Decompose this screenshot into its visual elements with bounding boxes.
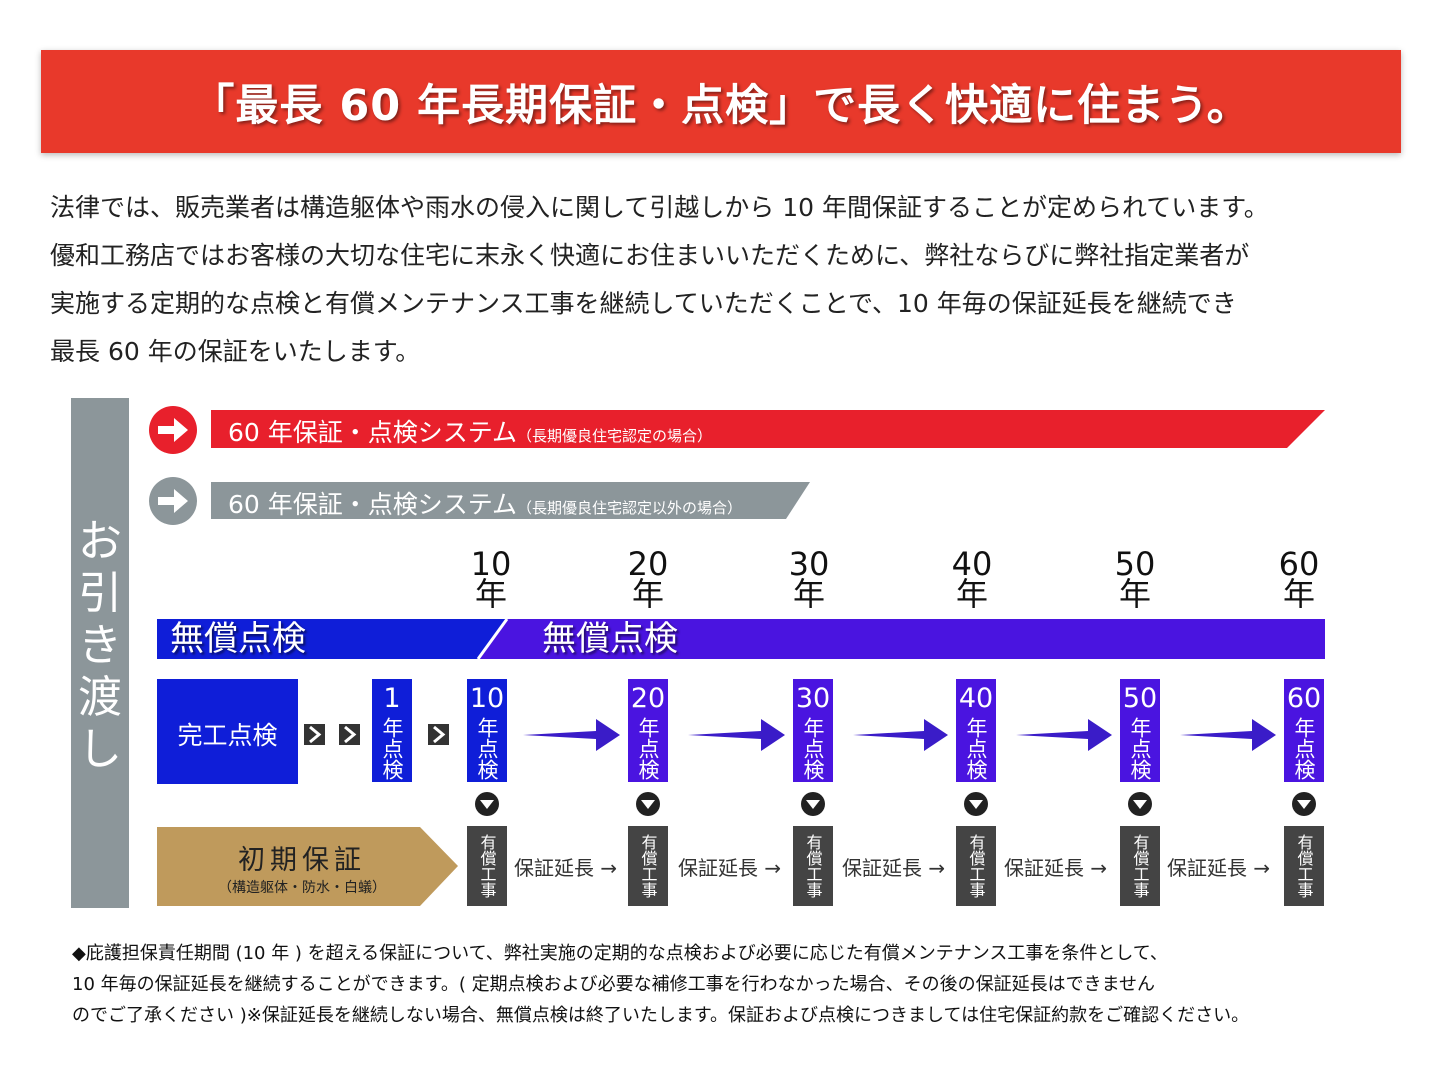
initial-warranty-shape (157, 827, 458, 906)
handover-bar: お引き渡し (71, 398, 129, 908)
timeline-arrow (523, 719, 620, 751)
gray-system-band (211, 482, 810, 519)
inspection-box (956, 679, 996, 782)
first-year-inspection-box (372, 679, 412, 782)
warranty-extension-label: 保証延長 → (678, 856, 782, 880)
arrow-right-icon (158, 489, 188, 513)
down-arrow-icon (801, 792, 825, 816)
paid-work-box: 有償工事 (793, 826, 833, 906)
down-arrow-icon (475, 792, 499, 816)
inspection-box (1120, 679, 1160, 782)
system-long-label: 60 年保証・点検システム（長期優良住宅認定の場合） (228, 413, 712, 449)
intro-line: 優和工務店ではお客様の大切な住宅に末永く快適にお住まいいただくために、弊社ならび… (50, 241, 1250, 270)
system-long-title: 60 年保証・点検システム (228, 418, 518, 447)
inspection-box (628, 679, 668, 782)
completion-inspection-box (157, 679, 298, 784)
paid-work-box: 有償工事 (467, 826, 507, 906)
initial-warranty-title: 初期保証 (238, 845, 366, 876)
intro-line: 法律では、販売業者は構造躯体や雨水の侵入に関して引越しから 10 年間保証するこ… (50, 193, 1269, 222)
free-inspection-label: 無償点検 (542, 619, 678, 659)
system-other-label: 60 年保証・点検システム（長期優良住宅認定以外の場合） (228, 485, 742, 521)
warranty-extension-label: 保証延長 → (1004, 856, 1108, 880)
timeline-arrow (1180, 719, 1276, 751)
footnote-line: のでご了承ください )※保証延長を継続しない場合、無償点検は終了いたします。保証… (72, 1005, 1250, 1026)
footnote-line: 10 年毎の保証延長を継続することができます。( 定期点検および必要な補修工事を… (72, 974, 1156, 995)
system-long-note: （長期優良住宅認定の場合） (517, 427, 713, 445)
title-banner: 「最長 60 年長期保証・点検」で長く快適に住まう。 (41, 50, 1401, 153)
intro-line: 実施する定期的な点検と有償メンテナンス工事を継続していただくことで、10 年毎の… (50, 289, 1237, 318)
paid-work-box: 有償工事 (628, 826, 668, 906)
intro-paragraph: 法律では、販売業者は構造躯体や雨水の侵入に関して引越しから 10 年間保証するこ… (50, 184, 1400, 376)
chevron-right-icon (304, 724, 325, 745)
red-system-band (211, 410, 1325, 448)
timeline-arrow (853, 719, 948, 751)
paid-work-box: 有償工事 (1120, 826, 1160, 906)
paid-work-box: 有償工事 (956, 826, 996, 906)
paid-work-box: 有償工事 (1284, 826, 1324, 906)
inspection-box (793, 679, 833, 782)
chevron-right-icon (428, 724, 449, 745)
intro-line: 最長 60 年の保証をいたします。 (50, 337, 421, 366)
banner-title: 「最長 60 年長期保証・点検」で長く快適に住まう。 (191, 80, 1251, 131)
chevron-right-icon (339, 724, 360, 745)
down-arrow-icon (964, 792, 988, 816)
timeline-arrow (1016, 719, 1112, 751)
warranty-extension-label: 保証延長 → (1167, 856, 1271, 880)
down-arrow-icon (1292, 792, 1316, 816)
band-divider (476, 618, 509, 660)
footnote-line: ◆庇護担保責任期間 (10 年 ) を超える保証について、弊社実施の定期的な点検… (72, 943, 1168, 964)
arrow-right-icon (158, 418, 188, 442)
completion-inspection-label: 完工点検 (177, 721, 278, 750)
initial-warranty-note: （構造躯体・防水・白蟻） (218, 880, 386, 896)
inspection-box (1284, 679, 1324, 782)
footnote: ◆庇護担保責任期間 (10 年 ) を超える保証について、弊社実施の定期的な点検… (72, 938, 1392, 1031)
handover-label: お引き渡し (78, 516, 122, 775)
system-other-title: 60 年保証・点検システム (228, 490, 518, 519)
timeline-arrow (688, 719, 785, 751)
free-inspection-label: 無償点検 (170, 619, 306, 659)
system-other-note: （長期優良住宅認定以外の場合） (517, 499, 743, 517)
warranty-extension-label: 保証延長 → (842, 856, 946, 880)
down-arrow-icon (636, 792, 660, 816)
free-inspection-band-start (157, 619, 506, 659)
down-arrow-icon (1128, 792, 1152, 816)
warranty-extension-label: 保証延長 → (514, 856, 618, 880)
inspection-box (467, 679, 507, 782)
